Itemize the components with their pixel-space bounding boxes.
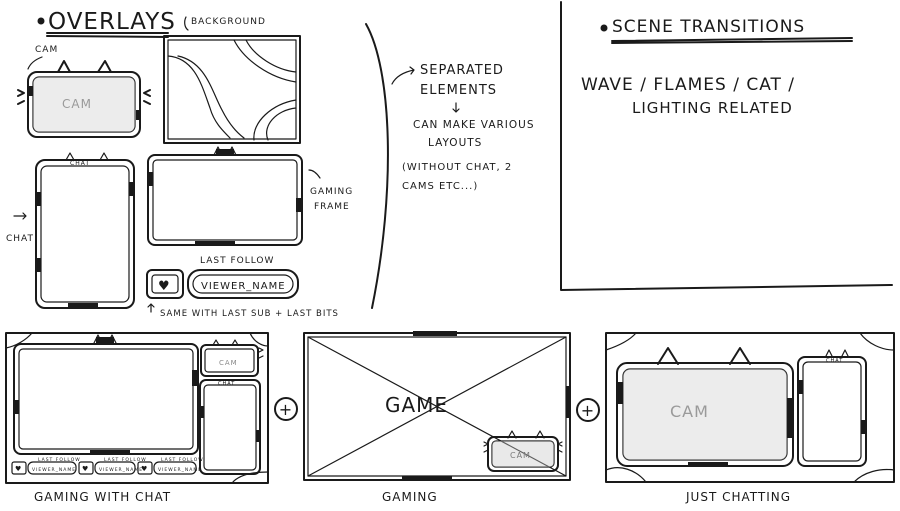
svg-text:CHAT: CHAT	[218, 381, 235, 387]
svg-text:CAMS ETC...): CAMS ETC...)	[402, 181, 478, 192]
svg-text:VIEWER_NAME: VIEWER_NAME	[32, 467, 76, 473]
svg-text:CAM: CAM	[219, 359, 238, 367]
overlays-section: OVERLAYS CAM BACKGROUND	[27, 9, 266, 70]
bullet-icon	[37, 17, 45, 25]
scene-transitions-title: SCENE TRANSITIONS	[612, 17, 805, 37]
caption-just-chatting: JUST CHATTING	[685, 490, 791, 504]
arrow-icon	[27, 56, 43, 70]
svg-text:WAVE / FLAMES / CAT /: WAVE / FLAMES / CAT /	[581, 75, 795, 95]
svg-text:LAST FOLLOW: LAST FOLLOW	[38, 457, 81, 463]
title-underline	[46, 32, 169, 38]
arrow-icon	[391, 66, 415, 85]
layout-gaming: GAME CAM GAMING	[303, 331, 571, 504]
arrow-icon	[452, 102, 460, 113]
svg-text:CAM: CAM	[510, 451, 531, 460]
chat-label: CHAT	[70, 160, 90, 167]
follow-widgets: LAST FOLLOW ♥ VIEWER_NAME LAST FOLLOW ♥ …	[11, 457, 204, 475]
gaming-frame-note: GAMING	[310, 187, 353, 197]
cat-ears-icon	[97, 60, 112, 73]
svg-text:CAN MAKE VARIOUS: CAN MAKE VARIOUS	[413, 119, 535, 131]
svg-text:+: +	[581, 401, 595, 420]
svg-text:(WITHOUT CHAT, 2: (WITHOUT CHAT, 2	[402, 162, 512, 173]
last-follow-label: LAST FOLLOW	[200, 256, 274, 266]
heart-icon: ♥	[15, 465, 22, 473]
layout-gaming-with-chat: CAM CHAT LAST FOLLOW ♥ VIEWER_NAME LAST …	[5, 332, 269, 504]
heart-icon: ♥	[82, 465, 89, 473]
plus-icon: +	[576, 398, 600, 422]
separated-notes: SEPARATED ELEMENTS CAN MAKE VARIOUS LAYO…	[391, 63, 535, 192]
svg-text:+: +	[279, 400, 293, 419]
arrow-icon	[308, 169, 321, 179]
cam-label: CAM	[62, 97, 92, 111]
svg-text:VIEWER_NAME: VIEWER_NAME	[99, 467, 143, 473]
heart-icon: ♥	[141, 465, 148, 473]
background-box	[163, 35, 301, 144]
caption-gaming: GAMING	[382, 490, 438, 504]
big-cam-label: CAM	[670, 402, 709, 421]
heart-icon: ♥	[158, 279, 171, 294]
gaming-frame: GAMING FRAME	[147, 146, 353, 246]
layout-just-chatting: CAM CHAT JUST CHATTING	[605, 332, 895, 504]
caption-gaming-with-chat: GAMING WITH CHAT	[34, 490, 171, 504]
title-underline	[611, 37, 853, 44]
viewer-name: VIEWER_NAME	[201, 281, 286, 292]
svg-text:VIEWER_NAME: VIEWER_NAME	[158, 467, 202, 473]
svg-text:LAST FOLLOW: LAST FOLLOW	[104, 457, 147, 463]
section-divider	[365, 23, 389, 309]
chat-frame: CHAT CHAT	[6, 152, 135, 309]
svg-text:CHAT: CHAT	[826, 358, 843, 364]
arrow-icon	[147, 303, 155, 313]
background-note: BACKGROUND	[191, 17, 266, 27]
svg-text:LIGHTING RELATED: LIGHTING RELATED	[632, 99, 793, 117]
panel-border	[560, 1, 893, 291]
last-follow-widget: LAST FOLLOW ♥ VIEWER_NAME SAME WITH LAST…	[146, 256, 339, 319]
bullet-icon	[600, 24, 608, 32]
chat-note: CHAT	[6, 234, 34, 244]
svg-text:LAYOUTS: LAYOUTS	[428, 137, 482, 149]
svg-text:FRAME: FRAME	[314, 202, 350, 212]
svg-text:LAST FOLLOW: LAST FOLLOW	[161, 457, 204, 463]
arrow-icon	[13, 212, 27, 220]
game-label: GAME	[385, 393, 448, 417]
svg-text:SEPARATED: SEPARATED	[420, 63, 504, 78]
cat-ears-icon	[57, 60, 71, 73]
cam-frame: CAM	[17, 60, 151, 138]
overlays-title: OVERLAYS	[48, 9, 176, 35]
plus-icon: +	[274, 397, 298, 421]
cam-note: CAM	[35, 45, 58, 55]
same-note: SAME WITH LAST SUB + LAST BITS	[160, 309, 339, 319]
svg-text:ELEMENTS: ELEMENTS	[420, 83, 497, 98]
scene-transitions-panel: SCENE TRANSITIONS WAVE / FLAMES / CAT / …	[560, 1, 893, 291]
